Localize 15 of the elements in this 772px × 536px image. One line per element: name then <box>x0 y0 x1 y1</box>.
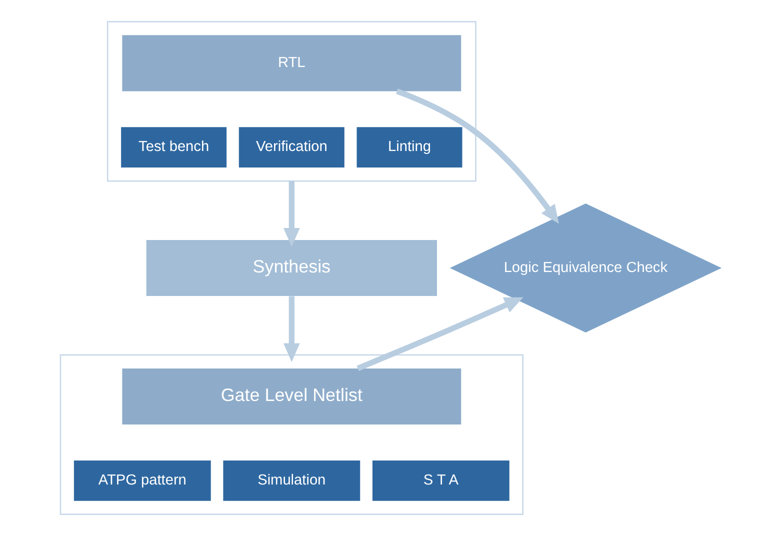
node-box: S T A <box>372 460 509 501</box>
arrow <box>356 297 523 371</box>
cluster <box>59 354 524 515</box>
arrow <box>395 88 558 224</box>
node-box: Verification <box>238 127 344 168</box>
node-box: RTL <box>122 35 461 92</box>
arrow <box>282 296 300 362</box>
cluster <box>106 21 476 182</box>
node-box: Linting <box>356 127 462 168</box>
node-box: Simulation <box>222 460 360 501</box>
node-box: Gate Level Netlist <box>122 368 461 425</box>
node-box: ATPG pattern <box>73 460 210 501</box>
arrow <box>282 181 300 247</box>
node-box: Test bench <box>120 127 226 168</box>
node-box: Synthesis <box>146 240 436 296</box>
